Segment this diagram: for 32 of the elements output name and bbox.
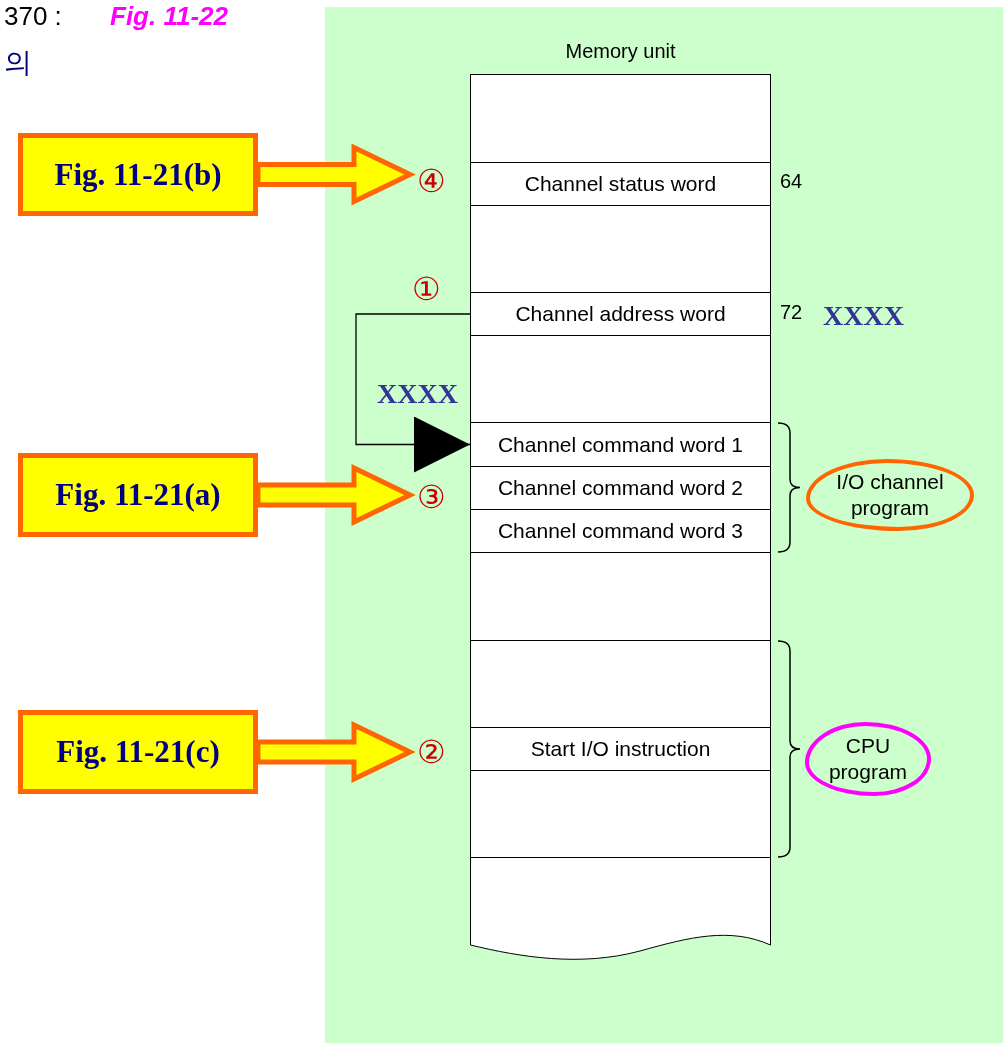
callout-bubble: I/O channel program: [806, 459, 974, 531]
address-number: 64: [780, 170, 803, 193]
column-title: Memory unit: [564, 40, 677, 63]
block-arrow: [255, 464, 416, 526]
step-number: ④: [412, 162, 450, 200]
figure-reference-box: Fig. 11-21(a): [18, 453, 258, 537]
heading-text: 370 :: [4, 2, 62, 31]
step-number: ③: [412, 478, 450, 516]
memory-cell: Channel status word: [470, 162, 771, 206]
memory-cell: Channel command word 3: [470, 509, 771, 553]
address-number: 72: [780, 301, 803, 324]
figure-reference: Fig. 11-22: [110, 2, 228, 31]
step-number: ①: [412, 272, 441, 308]
block-arrow: [255, 143, 416, 206]
address-value: XXXX: [823, 301, 904, 332]
figure-reference-box: Fig. 11-21(c): [18, 710, 258, 794]
step-number: ②: [412, 733, 450, 771]
memory-cell: [470, 335, 771, 423]
figure-reference-box: Fig. 11-21(b): [18, 133, 258, 216]
heading-text: 의: [4, 48, 32, 79]
memory-cell: [470, 770, 771, 858]
memory-cell: [470, 552, 771, 641]
memory-cell: Channel command word 2: [470, 466, 771, 510]
callout-bubble: CPU program: [805, 722, 931, 796]
memory-cell: Start I/O instruction: [470, 727, 771, 771]
memory-cell: [470, 640, 771, 728]
memory-cell: Channel command word 1: [470, 422, 771, 467]
memory-cell: [470, 205, 771, 293]
memory-cell: Channel address word: [470, 292, 771, 336]
block-arrow: [255, 721, 416, 783]
arrow: [355, 313, 471, 473]
memory-cell: [470, 74, 771, 163]
